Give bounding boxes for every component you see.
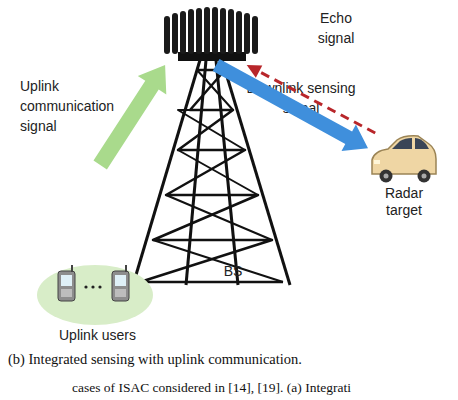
antenna-element xyxy=(196,8,202,54)
user-group: Uplink users xyxy=(30,165,165,345)
antenna-element xyxy=(220,8,226,54)
antenna-element xyxy=(212,7,218,54)
ellipsis-dot xyxy=(91,285,94,288)
phone-symbol xyxy=(112,271,129,301)
antenna-element xyxy=(172,13,178,54)
echo-arrow xyxy=(247,65,376,133)
antenna-element xyxy=(228,9,234,54)
ellipsis-dot xyxy=(84,285,87,288)
phone-symbol xyxy=(58,271,75,301)
user-group-outline xyxy=(30,165,165,345)
antenna-mount xyxy=(178,52,246,61)
antenna-array xyxy=(164,7,258,54)
base-station: BS xyxy=(160,5,262,65)
radar-target: Radar target xyxy=(368,133,440,218)
car-window xyxy=(392,138,412,149)
node-label: Uplink users xyxy=(30,327,165,344)
car-wheel xyxy=(380,170,393,183)
node-label: Radar target xyxy=(368,185,440,219)
car-body xyxy=(372,136,436,174)
ellipsis-dot xyxy=(98,285,101,288)
antenna-element xyxy=(244,13,250,54)
phone-screen xyxy=(115,275,126,286)
phone-antenna xyxy=(125,265,127,272)
phone-screen xyxy=(61,275,72,286)
dashed-shaft xyxy=(259,72,375,133)
uplink-arrow xyxy=(94,65,167,169)
block-arrow-shape xyxy=(213,59,368,151)
downlink-arrow xyxy=(213,59,368,151)
antenna-element xyxy=(236,11,242,54)
antenna-element xyxy=(180,11,186,54)
block-arrow-shape xyxy=(94,65,167,169)
car-light xyxy=(374,160,380,164)
car-wheel xyxy=(418,170,431,183)
car-hub xyxy=(384,174,389,179)
phone-antenna xyxy=(71,265,73,272)
car-hub xyxy=(422,174,427,179)
signal-label: Uplink communication signal xyxy=(20,76,120,136)
arrow-head xyxy=(247,65,263,78)
phone-keypad xyxy=(115,289,126,297)
signal-label: Echo signal xyxy=(308,8,364,48)
antenna-element xyxy=(188,9,194,54)
figure-caption: (b) Integrated sensing with uplink commu… xyxy=(8,351,302,368)
antenna-element xyxy=(252,16,258,54)
antenna-element xyxy=(204,7,210,54)
node-label: BS xyxy=(218,263,248,280)
car-illustration xyxy=(372,136,436,183)
phone-keypad xyxy=(61,289,72,297)
tower-bracing xyxy=(153,70,283,282)
tower-bracing xyxy=(140,70,283,282)
user-ellipse xyxy=(37,265,153,325)
car-window xyxy=(415,138,429,149)
antenna-element xyxy=(164,16,170,54)
page-text-fragment: cases of ISAC considered in [14], [19]. … xyxy=(72,380,351,396)
